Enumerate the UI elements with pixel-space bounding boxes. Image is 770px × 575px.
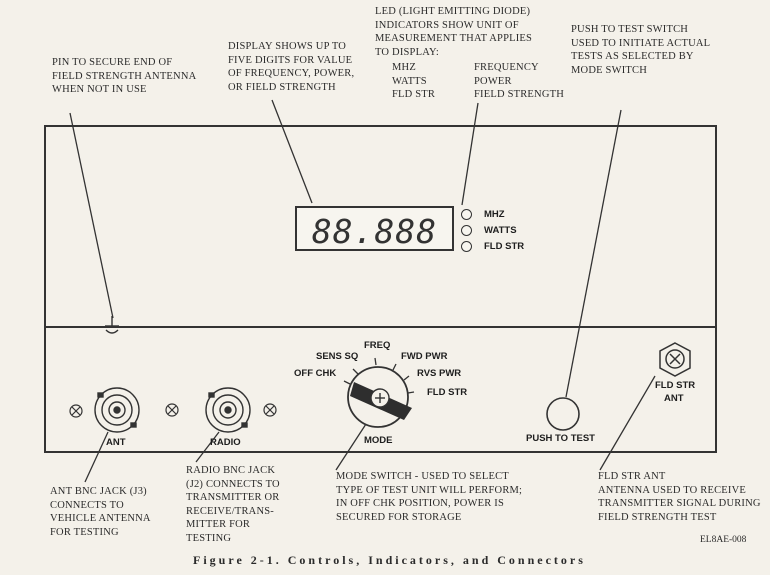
figure-caption: Figure 2-1. Controls, Indicators, and Co… [193,553,586,567]
mode-position-off-chk: OFF CHK [294,368,337,379]
note-led-units: MHZ WATTS FLD STR [392,62,436,100]
note-pin: PIN TO SECURE END OF FIELD STRENGTH ANTE… [52,57,197,95]
mode-position-rvs-pwr: RVS PWR [417,368,462,379]
radio-jack-label: RADIO [210,437,241,448]
fld-str-ant-label-line2: ANT [664,393,684,404]
mode-position-freq: FREQ [364,340,391,351]
fld-str-ant-label-line1: FLD STR [655,380,696,391]
note-led-meanings: FREQUENCY POWER FIELD STRENGTH [474,62,565,100]
mode-position-fld-str: FLD STR [427,387,468,398]
mode-label: MODE [364,435,393,446]
note-display: DISPLAY SHOWS UP TO FIVE DIGITS FOR VALU… [228,41,355,93]
note-mode-switch: MODE SWITCH - USED TO SELECT TYPE OF TES… [336,471,523,523]
led-label-watts: WATTS [484,225,517,236]
led-watts-icon [461,225,472,236]
led-label-fld-str: FLD STR [484,241,525,252]
mode-position-sens-sq: SENS SQ [316,351,359,362]
push-to-test-button-icon [546,397,580,431]
fld-str-ant-connector-icon [659,342,691,377]
display-digits: 88.888 [311,212,438,251]
led-mhz-icon [461,209,472,220]
figure-code: EL8AE-008 [700,535,747,545]
note-push-to-test: PUSH TO TEST SWITCH USED TO INITIATE ACT… [571,24,711,76]
push-to-test-label: PUSH TO TEST [526,433,595,444]
note-led: LED (LIGHT EMITTING DIODE) INDICATORS SH… [375,6,533,58]
led-label-mhz: MHZ [484,209,505,220]
panel-divider [44,326,717,328]
ant-jack-label: ANT [106,437,126,448]
led-fld-str-icon [461,241,472,252]
mode-position-fwd-pwr: FWD PWR [401,351,448,362]
note-ant-jack: ANT BNC JACK (J3) CONNECTS TO VEHICLE AN… [50,486,151,538]
front-panel [44,125,717,453]
mode-knob-icon [343,357,415,428]
note-fld-str-ant: FLD STR ANT ANTENNA USED TO RECEIVE TRAN… [598,471,761,523]
ant-jack-icon [94,387,140,433]
digital-display: 88.888 [295,206,454,251]
note-radio-jack: RADIO BNC JACK (J2) CONNECTS TO TRANSMIT… [186,465,280,544]
radio-jack-icon [205,387,251,433]
